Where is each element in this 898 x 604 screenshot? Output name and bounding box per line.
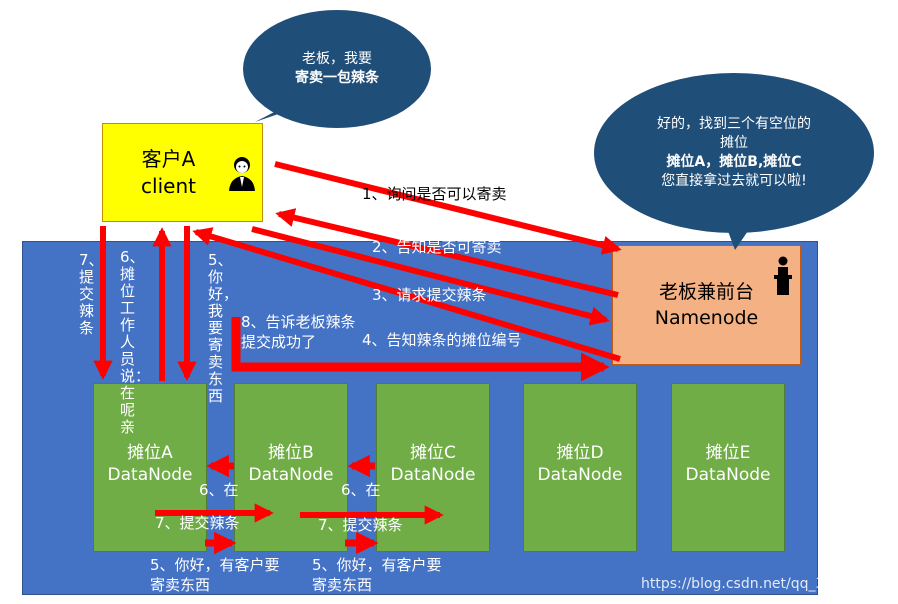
datanode-c-subtitle: DataNode: [390, 464, 476, 485]
datanode-d-subtitle: DataNode: [537, 464, 623, 485]
client-subtitle: client: [141, 173, 196, 198]
datanode-b-subtitle: DataNode: [248, 464, 334, 485]
namenode-bubble-line1: 好的，找到三个有空位的: [657, 116, 811, 132]
arrow-step8: [231, 317, 610, 382]
datanode-d-title: 摊位D: [556, 442, 604, 463]
datanode-d: 摊位D DataNode: [523, 383, 637, 552]
namenode-bubble-line4: 您直接拿过去就可以啦!: [661, 173, 807, 189]
client-bubble-tail: [255, 96, 305, 122]
client-title: 客户A: [141, 146, 196, 171]
label-step5-c-line1: 5、你好，有客户要: [312, 556, 442, 574]
label-step8-line1: 8、告诉老板辣条: [241, 313, 356, 331]
namenode-bubble-tail: [722, 215, 752, 250]
user-icon: [229, 157, 255, 191]
arrow-step4: [192, 227, 621, 362]
label-step5-c-line2: 寄卖东西: [312, 576, 373, 594]
datanode-c-title: 摊位C: [410, 442, 456, 463]
namenode-box: 老板兼前台 Namenode: [612, 245, 801, 365]
namenode-speech-bubble: 好的，找到三个有空位的 摊位 摊位A，摊位B,摊位C 您直接拿过去就可以啦!: [594, 73, 874, 233]
namenode-title: 老板兼前台: [658, 281, 754, 303]
label-step7-client: 7、提交辣条: [79, 251, 104, 337]
label-step5-client: 5、你好，我要寄卖东西: [208, 251, 239, 405]
namenode-bubble-line2: 摊位: [720, 135, 748, 151]
label-step3: 3、请求提交辣条: [372, 286, 487, 304]
label-step6-client: 6、摊位工作人员说：在呢亲: [120, 248, 151, 436]
datanode-a-subtitle: DataNode: [107, 464, 193, 485]
label-step5-b-line1: 5、你好，有客户要: [150, 556, 280, 574]
label-step7-c: 7、提交辣条: [318, 516, 403, 534]
datanode-b: 摊位B DataNode: [234, 383, 348, 552]
label-step8-line2: 提交成功了: [241, 333, 317, 351]
arrow-step2: [275, 208, 619, 298]
watermark: https://blog.csdn.net/qq_32254003: [641, 576, 887, 592]
namenode-subtitle: Namenode: [654, 307, 759, 329]
label-step1: 1、询问是否可以寄卖: [362, 185, 507, 203]
client-speech-bubble: 老板，我要 寄卖一包辣条: [243, 10, 431, 128]
datanode-a-title: 摊位A: [127, 442, 173, 463]
datanode-a: 摊位A DataNode: [93, 383, 207, 552]
namenode-bubble-line3: 摊位A，摊位B,摊位C: [666, 154, 802, 170]
client-bubble-line2: 寄卖一包辣条: [295, 70, 379, 86]
label-step6-c: 6、在: [341, 481, 381, 499]
datanode-e-subtitle: DataNode: [685, 464, 771, 485]
podium-person-icon: [774, 256, 792, 295]
datanode-e: 摊位E DataNode: [671, 383, 785, 552]
datanode-b-title: 摊位B: [268, 442, 314, 463]
label-step6-b: 6、在: [199, 481, 239, 499]
arrow-step1: [274, 161, 622, 255]
client-bubble-line1: 老板，我要: [302, 51, 372, 67]
label-step4: 4、告知辣条的摊位编号: [362, 331, 522, 349]
client-box: 客户A client: [102, 123, 263, 222]
datanode-e-title: 摊位E: [705, 442, 751, 463]
label-step2: 2、告知是否可寄卖: [372, 238, 502, 256]
label-step5-b-line2: 寄卖东西: [150, 576, 211, 594]
label-step7-b: 7、提交辣条: [155, 514, 240, 532]
arrow-step3: [251, 226, 610, 326]
